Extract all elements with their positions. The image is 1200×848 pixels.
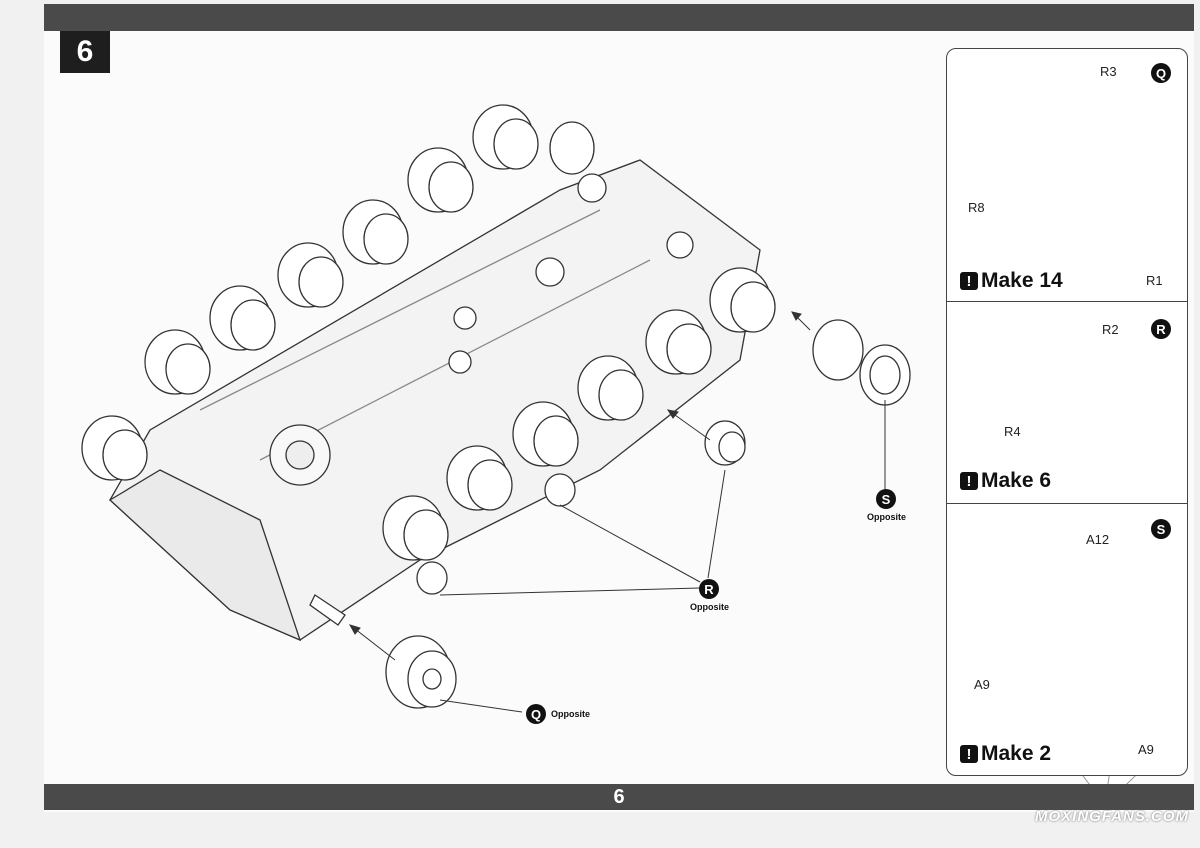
panel-divider: [946, 503, 1188, 504]
panel-divider: [946, 301, 1188, 302]
page-number: 6: [613, 785, 625, 808]
make-text: Make 2: [981, 742, 1052, 765]
callout-r-text: Opposite: [690, 602, 730, 612]
make-text: Make 6: [981, 469, 1052, 492]
make-quantity-14: ! Make 14: [960, 269, 1063, 293]
road-wheel-row-lower: [382, 267, 776, 595]
part-label-r1: R1: [1146, 273, 1163, 288]
callout-q-badge: Q: [526, 704, 546, 724]
sprocket-part: [812, 319, 911, 406]
part-label-r8: R8: [968, 200, 985, 215]
exclamation-icon: !: [960, 472, 978, 490]
make-text: Make 14: [981, 269, 1063, 292]
make-quantity-2: ! Make 2: [960, 742, 1051, 766]
step-number: 6: [60, 31, 110, 73]
part-label-a12: A12: [1086, 532, 1110, 547]
exclamation-icon: !: [960, 745, 978, 763]
road-wheel-row-upper: [81, 104, 595, 481]
make-quantity-6: ! Make 6: [960, 469, 1051, 493]
part-label-a9: A9: [1138, 742, 1154, 757]
header-bar: [44, 4, 1194, 31]
watermark-text: MOXINGFANS.COM: [1035, 808, 1190, 825]
callout-s-text: Opposite: [867, 512, 907, 522]
sub-assembly-panel: [946, 48, 1188, 776]
hull-front-plate: [108, 469, 302, 642]
callout-q-text: Opposite: [551, 709, 591, 719]
section-q-badge: Q: [1151, 63, 1171, 83]
part-label-r2: R2: [1102, 322, 1119, 337]
callout-s-badge: S: [876, 489, 896, 509]
part-label-a9: A9: [974, 677, 990, 692]
section-s-badge: S: [1151, 519, 1171, 539]
part-label-r3: R3: [1100, 64, 1117, 79]
section-r-badge: R: [1151, 319, 1171, 339]
exclamation-icon: !: [960, 272, 978, 290]
part-label-r4: R4: [1004, 424, 1021, 439]
footer-bar: 6: [44, 784, 1194, 810]
callout-r-badge: R: [699, 579, 719, 599]
